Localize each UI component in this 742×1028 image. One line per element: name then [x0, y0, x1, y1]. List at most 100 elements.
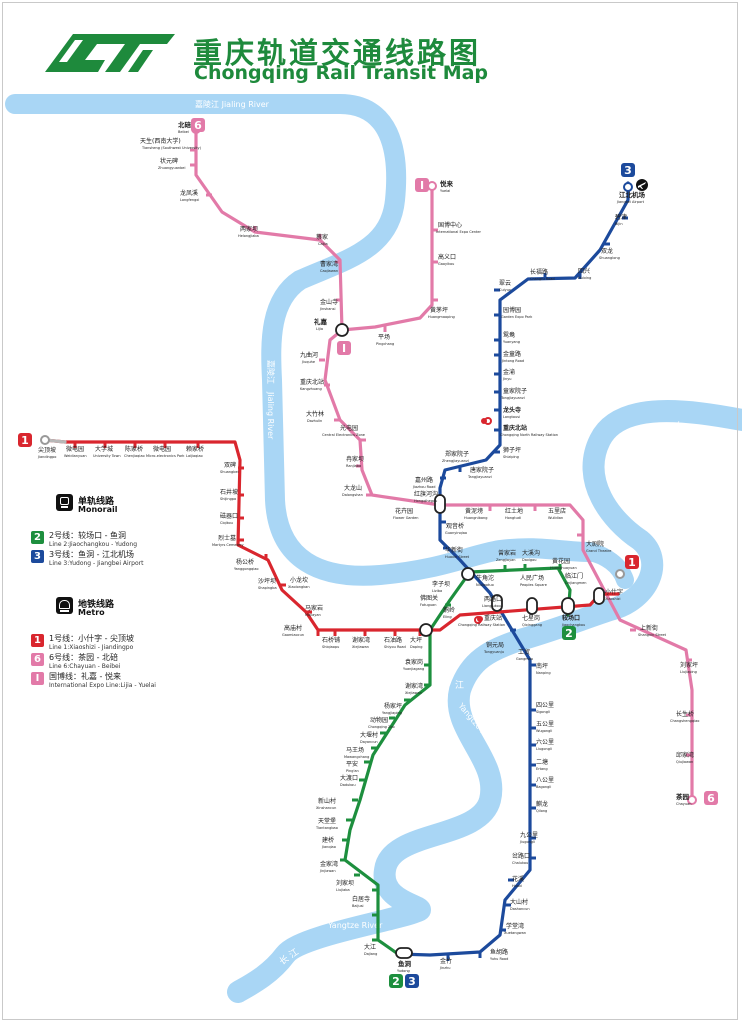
terminal-jianding[interactable] — [40, 435, 50, 445]
interchange-jiaochangkou[interactable] — [561, 597, 575, 615]
station-shiyoulu[interactable]: 石油路 — [384, 636, 402, 644]
station-fotuguan[interactable]: 佛图关 — [420, 594, 438, 602]
interchange-daping[interactable] — [419, 623, 433, 637]
station-lianglukou[interactable]: 两路口 — [484, 595, 502, 603]
station-huanghuayuan[interactable]: 黄花园 — [552, 557, 570, 565]
station-beibei[interactable]: 北碚 — [178, 120, 192, 129]
station-shuangbei[interactable]: 双碑 — [224, 461, 236, 469]
station-laijiaqiao[interactable]: 赖家桥 — [186, 445, 204, 453]
badge-line2-jiaochang[interactable]: 2 — [565, 627, 573, 640]
station-cuiyun[interactable]: 翠云 — [499, 280, 511, 287]
station-mawangchang[interactable]: 马王场 — [346, 746, 364, 754]
badge-line3-airport[interactable]: 3 — [624, 164, 632, 177]
station-shijingpo[interactable]: 石井坡 — [220, 488, 238, 496]
station-wulidian[interactable]: 五里店 — [548, 507, 566, 515]
station-hongqihegou[interactable]: 红旗河沟 — [414, 490, 438, 498]
expo-line-path[interactable] — [340, 184, 434, 332]
station-chalukou[interactable]: 岔路口 — [512, 852, 530, 860]
station-huaxi[interactable]: 花溪 — [512, 875, 524, 883]
station-tongjiayuanzi[interactable]: 童家院子 — [503, 387, 527, 395]
station-liujiaba[interactable]: 刘家坝 — [336, 879, 354, 887]
station-huahuiyuan[interactable]: 花卉园 — [395, 507, 413, 515]
station-jinjiawan[interactable]: 金家湾 — [320, 860, 338, 868]
station-tongyuanju[interactable]: 铜元局 — [486, 641, 504, 649]
station-huangmaoping[interactable]: 黄茅坪 — [430, 306, 448, 314]
line-3-path[interactable] — [396, 181, 630, 957]
station-jiuquhe[interactable]: 九曲河 — [300, 351, 318, 359]
badge-line2-yudong[interactable]: 2 — [392, 975, 400, 988]
station-chenjiaqiao[interactable]: 陈家桥 — [125, 445, 143, 453]
badge-expo-lijia[interactable]: I — [342, 342, 346, 355]
station-jintonglu[interactable]: 金童路 — [503, 350, 521, 358]
interchange-niujiaotuo[interactable] — [461, 567, 475, 581]
station-xiaolongkan[interactable]: 小龙坎 — [290, 576, 308, 584]
station-jiazhoulu[interactable]: 嘉州路 — [415, 476, 433, 484]
terminal-yuelai[interactable] — [427, 181, 437, 191]
station-lieshimu[interactable]: 烈士墓 — [218, 534, 236, 542]
station-dazhulin[interactable]: 大竹林 — [306, 410, 324, 418]
badge-line6-chayuan[interactable]: 6 — [707, 792, 715, 805]
station-liugongli[interactable]: 六公里 — [536, 738, 554, 746]
station-guanyinqiao[interactable]: 观音桥 — [446, 522, 464, 530]
station-zhuangyuanbei[interactable]: 状元碑 — [160, 157, 178, 165]
station-xiejiawan-l1[interactable]: 谢家湾 — [352, 636, 370, 644]
station-jiangbeicheng[interactable]: 江北城 — [585, 519, 603, 527]
station-shuanglong[interactable]: 双龙 — [601, 247, 613, 255]
station-jinshansi[interactable]: 金山寺 — [320, 298, 338, 306]
station-jiugongli[interactable]: 九公里 — [520, 831, 538, 839]
station-dayancun[interactable]: 大堰村 — [360, 731, 378, 739]
station-baijusi[interactable]: 白居寺 — [352, 895, 370, 903]
station-yanggongqiao[interactable]: 杨公桥 — [236, 558, 254, 566]
badge-line1-xiaoshizi[interactable]: 1 — [628, 556, 636, 569]
station-renmin[interactable]: 人民广场 — [520, 574, 544, 582]
station-bijin[interactable]: 碧津 — [615, 213, 627, 221]
station-xiaoshizi[interactable]: 小什字 — [605, 588, 623, 596]
station-eling[interactable]: 鹅岭 — [443, 606, 455, 614]
station-cq-north[interactable]: 重庆北站 — [503, 424, 527, 432]
line-2-path[interactable] — [343, 566, 572, 956]
station-linjiangmen[interactable]: 临江门 — [565, 572, 583, 580]
station-xuetangwan[interactable]: 学堂湾 — [506, 922, 524, 930]
station-gaoyikou[interactable]: 高义口 — [438, 253, 456, 261]
station-guobo[interactable]: 国博中心 — [438, 221, 462, 229]
station-zengjiayan[interactable]: 曾家岩 — [498, 549, 516, 557]
station-huangnibang[interactable]: 黄泥塝 — [465, 507, 483, 515]
terminal-airport[interactable] — [623, 182, 633, 192]
station-ranjiaba[interactable]: 冉家坝 — [346, 455, 364, 463]
terminal-xiaoshizi-grey[interactable] — [615, 569, 625, 579]
station-longtousi[interactable]: 龙头寺 — [503, 406, 521, 414]
station-chayuan[interactable]: 茶园 — [675, 792, 690, 801]
station-longfengxi[interactable]: 龙凤溪 — [180, 189, 198, 197]
badge-line6-beibei[interactable]: 6 — [194, 119, 202, 132]
station-yuelai[interactable]: 悦来 — [440, 179, 454, 188]
station-jinyu[interactable]: 金渝 — [503, 368, 515, 376]
station-liangjiahe[interactable]: 两家坝 — [240, 225, 258, 233]
station-dajuyuan[interactable]: 大剧院 — [586, 540, 604, 548]
station-gaomiaocun[interactable]: 高庙村 — [284, 624, 302, 632]
badge-line1-jianding[interactable]: 1 — [21, 434, 29, 447]
station-wugongli[interactable]: 五公里 — [536, 721, 554, 728]
station-yudong[interactable]: 鱼洞 — [398, 959, 412, 968]
station-qiujiawan[interactable]: 邱家湾 — [676, 751, 694, 759]
station-ertang[interactable]: 二塘 — [536, 758, 548, 766]
interchange-yudong[interactable] — [395, 947, 413, 959]
station-shangxinjie[interactable]: 上新街 — [640, 624, 658, 632]
station-daxigou[interactable]: 大溪沟 — [522, 549, 540, 557]
station-zhengjiayuanzi[interactable]: 郑家院子 — [445, 450, 469, 458]
station-daxuecheng[interactable]: 大学城 — [95, 445, 113, 453]
interchange-daping2[interactable] — [526, 597, 538, 615]
station-jiaochangkou[interactable]: 较场口 — [562, 614, 580, 622]
station-jianqiao[interactable]: 建桥 — [322, 836, 334, 844]
station-guangdianyuan[interactable]: 光电园 — [340, 424, 358, 432]
station-qixinggang[interactable]: 七星岗 — [522, 614, 540, 622]
station-jiandingpo[interactable]: 尖顶坡 — [38, 446, 56, 454]
station-pingan[interactable]: 平安 — [346, 760, 358, 768]
station-tiansheng[interactable]: 天生(西南大学) — [140, 137, 181, 145]
badge-expo-yuelai[interactable]: I — [420, 179, 424, 192]
interchange-xiaoshizi[interactable] — [593, 587, 605, 605]
station-ciqikou[interactable]: 磁器口 — [220, 512, 238, 520]
station-yangjiaping[interactable]: 杨家坪 — [384, 702, 402, 710]
station-niujiaotuo[interactable]: 牛角沱 — [476, 574, 494, 582]
station-nanping[interactable]: 南坪 — [536, 662, 548, 670]
station-dalongshan[interactable]: 大龙山 — [344, 484, 362, 492]
